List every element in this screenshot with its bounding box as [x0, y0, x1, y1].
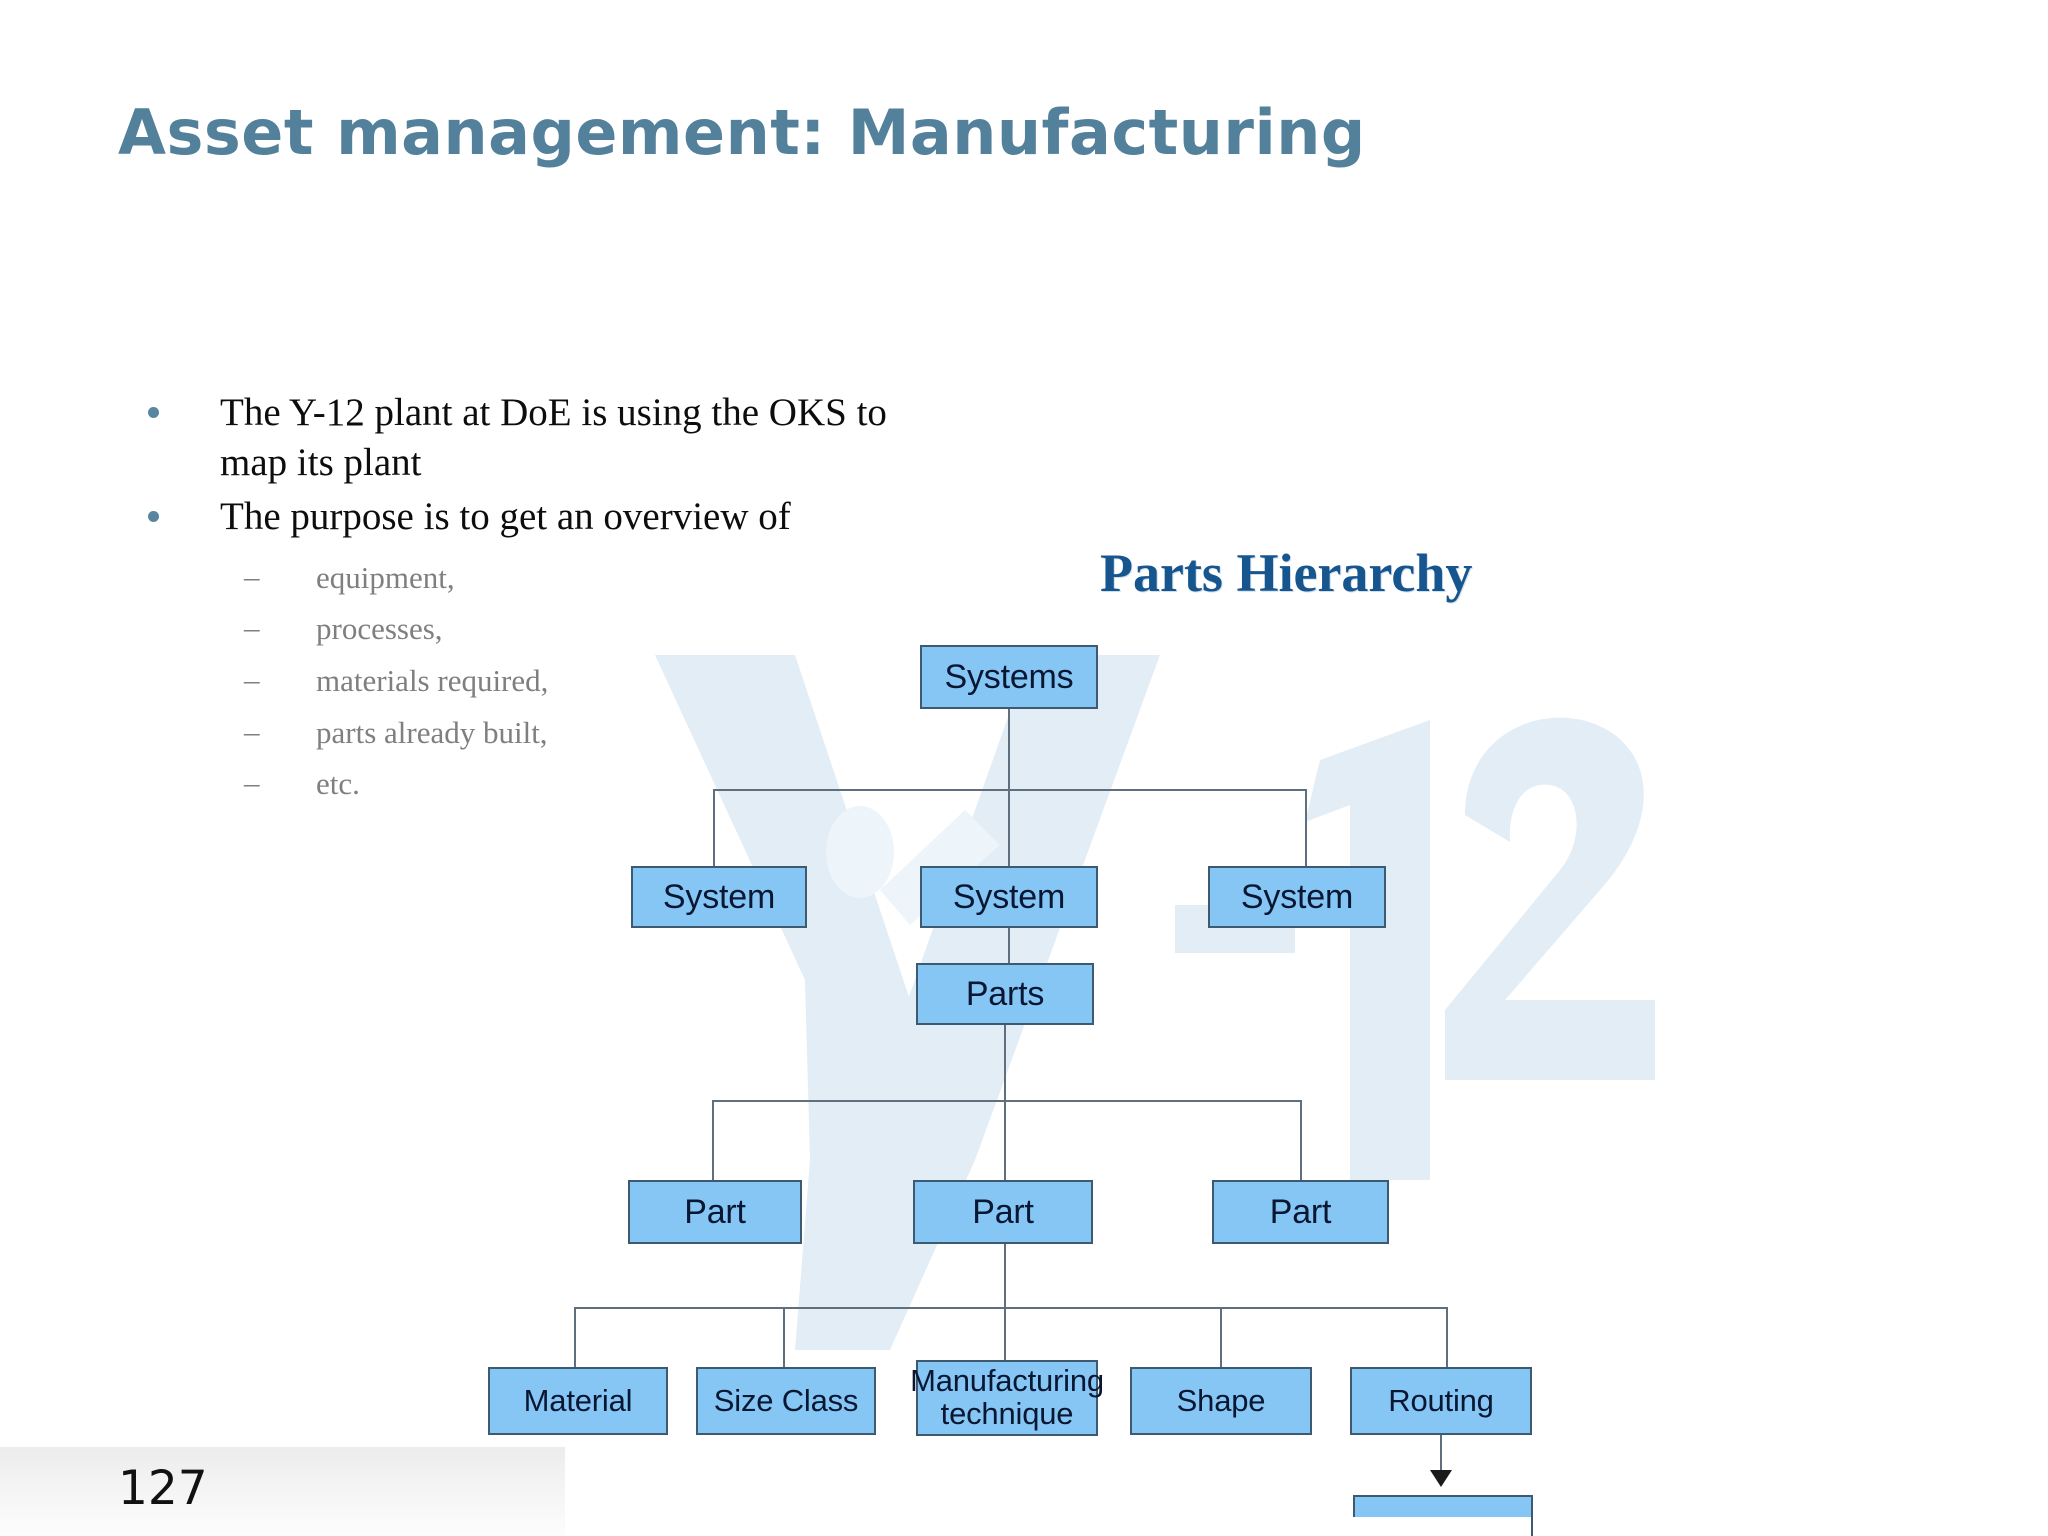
sub-list-item: – parts already built, [130, 713, 950, 750]
footer-band [0, 1447, 565, 1536]
dash-marker-icon: – [244, 558, 260, 594]
sub-list-item: – etc. [130, 765, 950, 802]
node-routing[interactable]: Routing [1350, 1367, 1532, 1435]
node-part-right[interactable]: Part [1212, 1180, 1389, 1244]
bullet-list: The Y-12 plant at DoE is using the OKS t… [130, 388, 950, 800]
connector-parts-down [1004, 1025, 1006, 1100]
page-number: 127 [118, 1461, 208, 1516]
sub-list-item: – materials required, [130, 661, 950, 698]
connector-system-center-drop [1008, 789, 1010, 866]
connector-part-center-down [1004, 1244, 1006, 1307]
sub-bullet-text: etc. [316, 766, 360, 802]
node-parts[interactable]: Parts [916, 963, 1094, 1025]
sub-list-item: – processes, [130, 610, 950, 647]
connector-systems-down [1008, 709, 1010, 789]
node-size-class[interactable]: Size Class [696, 1367, 876, 1435]
connector-system-to-parts [1008, 928, 1010, 963]
connector-shape-drop [1220, 1307, 1222, 1367]
sub-list-item: – equipment, [130, 558, 950, 595]
bullet-text: The Y-12 plant at DoE is using the OKS t… [220, 391, 887, 484]
list-item: The purpose is to get an overview of [130, 492, 950, 542]
node-manufacturing-technique[interactable]: Manufacturing technique [910, 1360, 1104, 1436]
connector-system-right-drop [1305, 789, 1307, 866]
sub-bullet-text: parts already built, [316, 714, 548, 750]
connector-part-left-drop [712, 1100, 714, 1180]
parts-hierarchy-diagram: Parts Hierarchy Systems System System Sy… [488, 520, 2030, 1536]
connector-routing-drop [1446, 1307, 1448, 1367]
node-material[interactable]: Material [488, 1367, 668, 1435]
bullet-text: The purpose is to get an overview of [220, 494, 791, 538]
sub-bullet-text: processes, [316, 611, 443, 647]
connector-size-class-drop [783, 1307, 785, 1367]
connector-system-left-drop [713, 789, 715, 866]
list-item: The Y-12 plant at DoE is using the OKS t… [130, 388, 950, 488]
node-part-center[interactable]: Part [913, 1180, 1093, 1244]
bullet-dot-icon [148, 510, 159, 522]
connector-part-center-drop [1004, 1100, 1006, 1180]
page-title: Asset management: Manufacturing [118, 96, 1366, 169]
connector-material-drop [574, 1307, 576, 1367]
arrowhead-icon [1430, 1470, 1452, 1487]
connector-level1-bus [713, 789, 1307, 791]
node-system-left[interactable]: System [631, 866, 807, 928]
dash-marker-icon: – [244, 765, 260, 801]
node-shape[interactable]: Shape [1130, 1367, 1312, 1435]
connector-manufacturing-drop [1004, 1307, 1006, 1367]
bullet-dot-icon [148, 407, 159, 418]
node-routing-child-cropped[interactable] [1353, 1495, 1533, 1517]
connector-cropped-tail [1531, 1495, 1533, 1536]
node-system-center[interactable]: System [920, 866, 1098, 928]
diagram-title: Parts Hierarchy [1100, 543, 1473, 603]
connector-level3-bus [712, 1100, 1302, 1102]
node-system-right[interactable]: System [1208, 866, 1386, 928]
dash-marker-icon: – [244, 610, 260, 646]
connector-routing-to-child [1440, 1435, 1442, 1477]
sub-bullet-text: equipment, [316, 559, 455, 595]
sub-bullet-text: materials required, [316, 662, 549, 698]
dash-marker-icon: – [244, 713, 260, 749]
connector-level4-bus [574, 1307, 1446, 1309]
connector-part-right-drop [1300, 1100, 1302, 1180]
node-systems[interactable]: Systems [920, 645, 1098, 709]
dash-marker-icon: – [244, 661, 260, 697]
node-part-left[interactable]: Part [628, 1180, 802, 1244]
